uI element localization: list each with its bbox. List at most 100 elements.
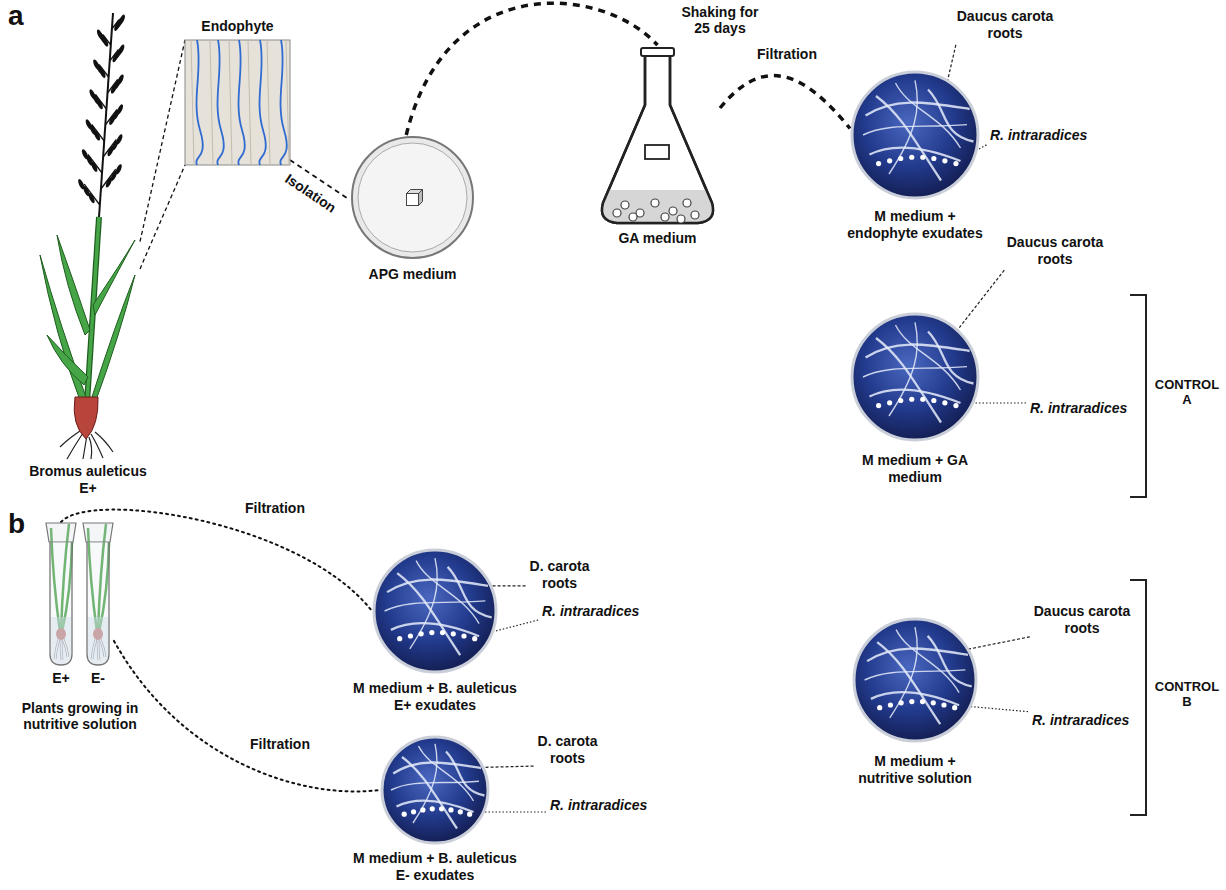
micrograph-frame bbox=[185, 40, 290, 165]
plant-illustration-outline bbox=[35, 5, 140, 460]
flask-rim bbox=[641, 48, 674, 56]
dish-medium bbox=[852, 72, 978, 198]
spore bbox=[909, 397, 914, 402]
spore bbox=[887, 158, 892, 163]
root-strand bbox=[416, 561, 479, 624]
node-label: R. intraradices bbox=[1032, 712, 1129, 729]
spore bbox=[920, 155, 925, 160]
plant-illustration: Bromus auleticus E+ bbox=[35, 5, 140, 460]
flask-outline bbox=[602, 55, 713, 223]
dish-medium bbox=[358, 143, 467, 252]
spikelet bbox=[114, 163, 123, 175]
root-strand bbox=[410, 558, 437, 649]
test-tube-outline bbox=[82, 522, 114, 667]
root-strand bbox=[890, 627, 917, 718]
panel-letter: a bbox=[8, 0, 24, 32]
group-label: CONTROL B bbox=[1153, 680, 1221, 710]
spore bbox=[941, 702, 946, 707]
root-strand bbox=[896, 630, 959, 693]
hypha bbox=[280, 40, 286, 165]
spore bbox=[439, 806, 444, 811]
dashed-connector bbox=[720, 76, 850, 129]
cell-wall bbox=[191, 40, 194, 165]
cell-wall bbox=[248, 40, 251, 165]
leaf bbox=[47, 335, 88, 385]
spore bbox=[909, 155, 914, 160]
root-strand bbox=[896, 325, 961, 390]
cell-wall bbox=[267, 40, 270, 165]
root-strand bbox=[896, 83, 961, 148]
liquid bbox=[602, 190, 713, 223]
root-strand bbox=[413, 744, 437, 823]
spikelet bbox=[115, 133, 124, 145]
spore bbox=[898, 156, 903, 161]
bubble bbox=[669, 207, 677, 215]
spore bbox=[420, 807, 425, 812]
hypha bbox=[196, 40, 202, 165]
culture-dish: D. carota rootsR. intraradicesM medium +… bbox=[372, 548, 498, 674]
spore bbox=[467, 812, 472, 817]
bubble bbox=[661, 213, 669, 221]
root-line bbox=[95, 432, 113, 452]
tube-cap bbox=[83, 523, 113, 542]
dashed-connector bbox=[114, 641, 380, 792]
test-tube: E+ bbox=[45, 522, 77, 667]
flask-outline bbox=[595, 45, 720, 225]
bubble bbox=[683, 199, 691, 207]
spikelet bbox=[117, 44, 126, 56]
edge-label: Filtration bbox=[752, 46, 822, 62]
node-label: M medium + GA medium bbox=[840, 452, 990, 486]
root-strand bbox=[870, 147, 961, 161]
spikelet bbox=[81, 148, 90, 160]
node-label: E- bbox=[78, 670, 118, 687]
root-line bbox=[60, 431, 80, 447]
spore bbox=[899, 700, 904, 705]
node-label: R. intraradices bbox=[990, 127, 1087, 144]
micrograph-outline bbox=[185, 40, 290, 165]
edge-label: Isolation bbox=[282, 170, 339, 215]
bubble bbox=[629, 213, 637, 221]
node-label: Daucus carota roots bbox=[1000, 234, 1110, 268]
plant-base bbox=[74, 397, 98, 439]
node-label: E+ bbox=[41, 670, 81, 687]
leaf bbox=[90, 275, 135, 403]
spore bbox=[876, 403, 881, 408]
bubble bbox=[651, 199, 659, 207]
agar-piece bbox=[645, 145, 669, 159]
spore bbox=[430, 806, 435, 811]
node-label: M medium + B. auleticus E- exudates bbox=[350, 850, 520, 884]
spore bbox=[472, 636, 477, 641]
flask-outline bbox=[602, 55, 713, 223]
spore bbox=[411, 809, 416, 814]
root-strand bbox=[446, 752, 485, 796]
hypha bbox=[238, 40, 244, 165]
leaf bbox=[93, 240, 135, 315]
group-label: CONTROL A bbox=[1153, 378, 1221, 408]
node-label: D. carota roots bbox=[522, 558, 597, 592]
edge-label: Filtration bbox=[245, 736, 315, 752]
tube-body bbox=[87, 542, 109, 665]
agar-block bbox=[419, 190, 423, 206]
spore bbox=[888, 702, 893, 707]
spikelet bbox=[92, 59, 101, 71]
culture-dish-outline bbox=[852, 617, 978, 743]
bubble bbox=[691, 211, 699, 219]
culture-dish: Daucus carota rootsR. intraradicesM medi… bbox=[850, 312, 980, 442]
node-label: APG medium bbox=[340, 266, 485, 283]
culture-dish-outline bbox=[380, 735, 490, 845]
test-tube-outline bbox=[45, 522, 77, 667]
micrograph: Endophyte bbox=[185, 40, 290, 165]
root-strand bbox=[889, 80, 917, 174]
node-label: D. carota roots bbox=[530, 733, 605, 767]
spore bbox=[419, 631, 424, 636]
spore bbox=[942, 400, 947, 405]
roots bbox=[385, 558, 492, 655]
tube-body bbox=[50, 542, 72, 665]
panicle-axis bbox=[99, 13, 113, 217]
spore bbox=[931, 700, 936, 705]
spore bbox=[953, 161, 958, 166]
spikelet bbox=[118, 14, 127, 26]
